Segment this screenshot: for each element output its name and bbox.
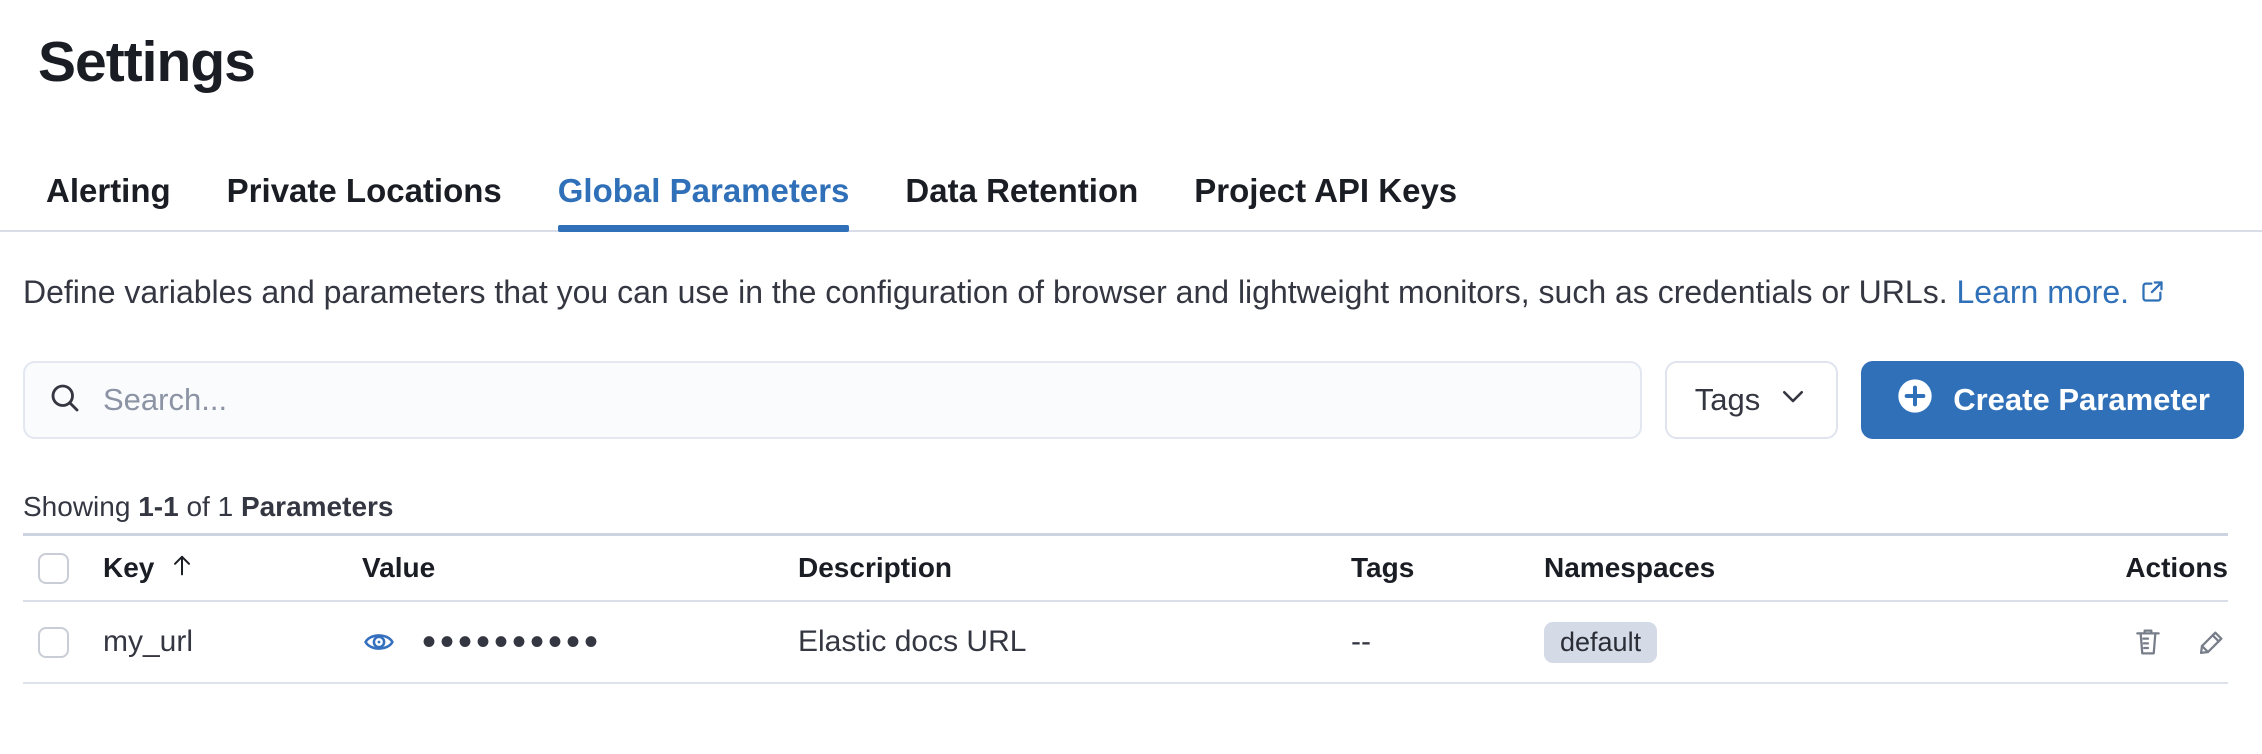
external-link-icon [2139, 270, 2166, 319]
learn-more-link[interactable]: Learn more. [1956, 274, 2166, 310]
parameters-toolbar: Tags Create Parameter [23, 361, 2244, 439]
learn-more-label: Learn more. [1956, 274, 2129, 310]
page-title: Settings [38, 30, 256, 94]
summary-total: 1 [217, 491, 234, 522]
column-header-description: Description [798, 552, 1351, 584]
search-box[interactable] [23, 361, 1642, 439]
row-tags-cell: -- [1351, 625, 1544, 659]
delete-parameter-button[interactable] [2132, 626, 2164, 658]
tab-global-parameters[interactable]: Global Parameters [557, 172, 849, 232]
search-input[interactable] [103, 382, 1618, 418]
settings-page: Settings Alerting Private Locations Glob… [0, 30, 2262, 684]
sort-ascending-icon [168, 551, 196, 586]
masked-parameter-value: •••••••••• [422, 620, 603, 664]
row-namespaces-cell: default [1544, 621, 2058, 663]
pencil-icon [2196, 631, 2228, 661]
tab-project-api-keys[interactable]: Project API Keys [1194, 172, 1458, 209]
namespace-badge: default [1544, 621, 1658, 663]
results-summary: Showing 1-1 of 1 Parameters [23, 491, 2239, 523]
summary-unit: Parameters [240, 491, 394, 522]
parameter-description: Elastic docs URL [798, 625, 1027, 658]
reveal-value-eye-icon[interactable] [362, 625, 396, 659]
column-header-tags: Tags [1351, 552, 1544, 584]
row-key-cell: my_url [103, 625, 362, 659]
tab-private-locations[interactable]: Private Locations [226, 172, 502, 209]
table-header-row: Key Value Description Tags Namespaces [23, 536, 2228, 602]
table-row: my_url •••••••••• Elastic docs URL -- [23, 602, 2228, 684]
tags-header-label: Tags [1351, 552, 1415, 583]
select-all-checkbox[interactable] [38, 552, 69, 584]
settings-tabs: Alerting Private Locations Global Parame… [0, 172, 2262, 232]
plus-in-circle-icon [1895, 376, 1935, 424]
summary-of: of [186, 491, 210, 522]
summary-prefix: Showing [23, 491, 131, 522]
actions-header-label: Actions [2125, 552, 2228, 583]
search-icon [47, 380, 83, 421]
header-checkbox-cell [23, 552, 103, 584]
column-header-key[interactable]: Key [103, 551, 362, 586]
key-header-label: Key [103, 552, 155, 583]
row-value-cell: •••••••••• [362, 620, 798, 664]
chevron-down-icon [1778, 381, 1808, 419]
row-actions-cell [2058, 626, 2228, 658]
trash-icon [2132, 629, 2164, 661]
column-header-actions: Actions [2058, 552, 2228, 584]
description-text: Define variables and parameters that you… [23, 274, 1948, 310]
row-description-cell: Elastic docs URL [798, 625, 1351, 659]
column-header-namespaces: Namespaces [1544, 552, 2058, 584]
create-parameter-label: Create Parameter [1953, 382, 2210, 417]
edit-parameter-button[interactable] [2196, 626, 2228, 658]
create-parameter-button[interactable]: Create Parameter [1861, 361, 2244, 439]
parameters-table: Key Value Description Tags Namespaces [23, 533, 2228, 684]
column-header-value: Value [362, 552, 798, 584]
page-description: Define variables and parameters that you… [23, 268, 2239, 319]
parameter-tags: -- [1351, 625, 1371, 658]
summary-range: 1-1 [138, 491, 179, 522]
row-checkbox-cell [23, 626, 103, 658]
row-checkbox[interactable] [38, 626, 69, 658]
value-header-label: Value [362, 552, 436, 583]
description-header-label: Description [798, 552, 953, 583]
tags-filter-button[interactable]: Tags [1664, 361, 1839, 439]
parameter-key: my_url [103, 625, 194, 658]
tab-alerting[interactable]: Alerting [46, 172, 171, 209]
tab-data-retention[interactable]: Data Retention [905, 172, 1139, 209]
namespaces-header-label: Namespaces [1544, 552, 1716, 583]
tags-filter-label: Tags [1694, 382, 1761, 417]
